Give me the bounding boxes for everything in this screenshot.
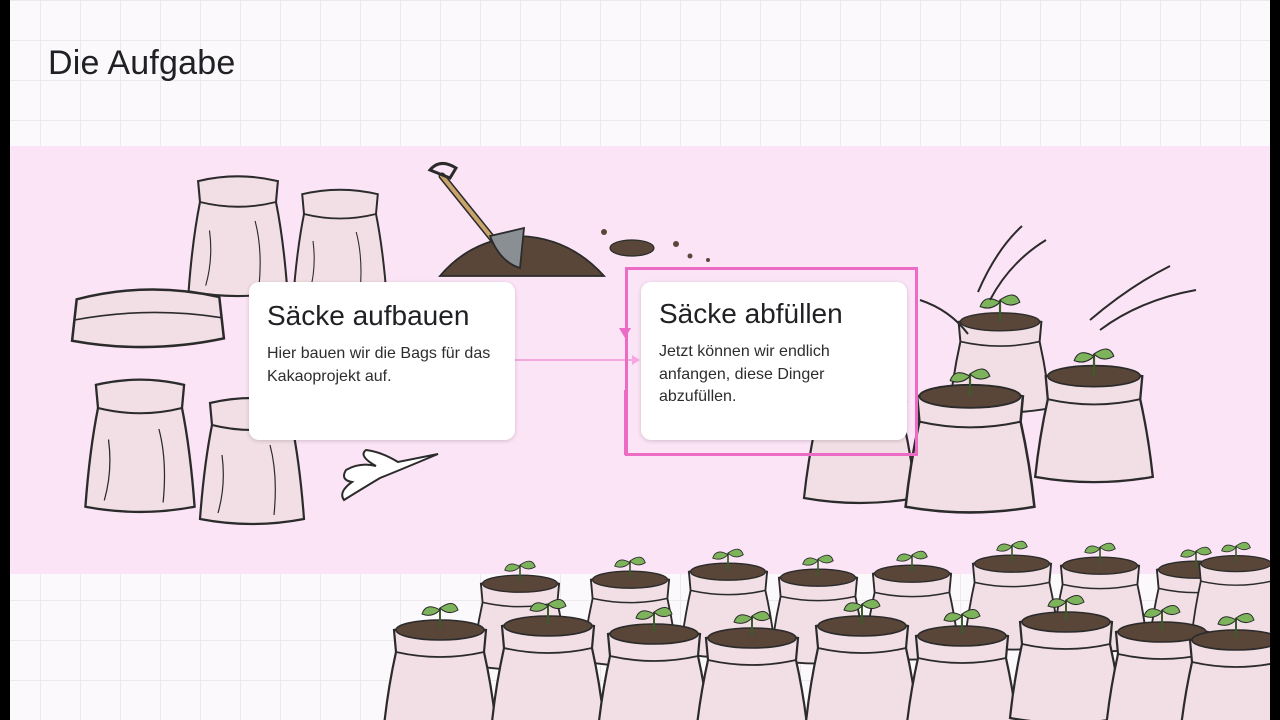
shovel-soil-pile: [427, 162, 710, 277]
step-title: Säcke abfüllen: [659, 298, 843, 329]
step-card-saecke-abfuellen[interactable]: Säcke abfüllen Jetzt können wir endlich …: [641, 282, 907, 440]
hand-drawing: [341, 448, 439, 502]
loop-arrowhead: [619, 328, 631, 338]
step-description: Jetzt können wir endlich anfangen, diese…: [659, 343, 830, 406]
frame-edge-left: [0, 0, 10, 720]
frame-edge-right: [1270, 0, 1280, 720]
connector-arrowhead: [632, 355, 640, 365]
step-description: Hier bauen wir die Bags für das Kakaopro…: [267, 345, 491, 385]
step-card-saecke-aufbauen[interactable]: Säcke aufbauen Hier bauen wir die Bags f…: [249, 282, 515, 440]
filled-bags-cluster: [802, 225, 1197, 514]
step-title: Säcke aufbauen: [267, 300, 470, 331]
slide-title: Die Aufgabe: [48, 44, 236, 82]
